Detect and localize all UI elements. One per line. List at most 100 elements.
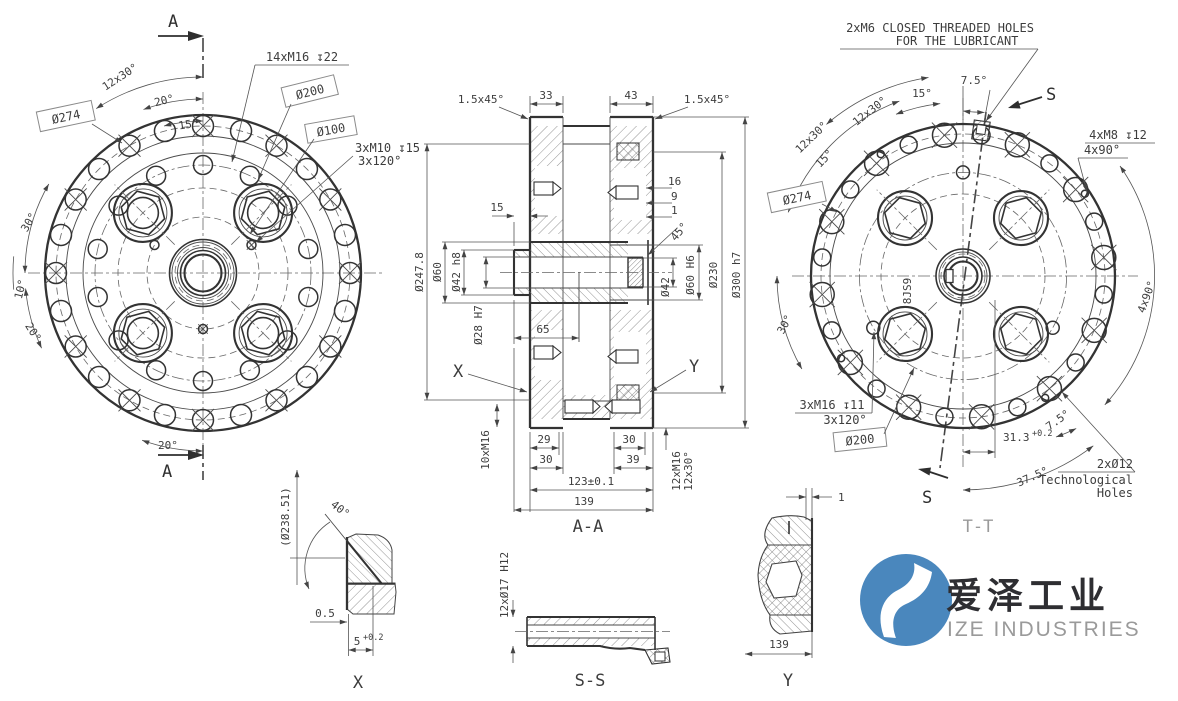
thread-mark <box>1081 317 1108 344</box>
hex-inner-circle <box>246 196 280 230</box>
dim-y139: 139 <box>769 638 789 651</box>
bolt-hole <box>298 238 319 260</box>
dim-d247: Ø247.8 <box>413 252 426 292</box>
bolt-hole <box>191 408 215 432</box>
dim-d238: (Ø238.51) <box>279 487 292 547</box>
flange-step-circle <box>829 142 1097 410</box>
bolt-hole <box>822 321 842 340</box>
bolt-hole <box>867 379 886 398</box>
bolt-hole <box>118 389 141 412</box>
dim-30a: 30 <box>539 453 552 466</box>
hex-boss-circle <box>238 308 288 358</box>
bolt-hole <box>49 299 73 323</box>
bolt-hole <box>1066 353 1085 372</box>
central-shaft <box>500 240 672 342</box>
callout-d274: Ø274 <box>50 107 81 127</box>
callout-d200-leader <box>257 103 292 181</box>
bolt-hole <box>809 281 835 308</box>
hex-socket <box>999 312 1043 356</box>
hex-boss-ring <box>876 305 934 363</box>
hex-boss-ring <box>112 303 173 364</box>
bolt-hole <box>319 335 342 358</box>
boss-centerline <box>231 301 292 362</box>
tube-foot-insert <box>654 651 666 662</box>
callout-3xM10-leader <box>255 155 354 243</box>
hex-boss-circle <box>118 188 168 238</box>
dim-65: 65 <box>536 323 549 336</box>
arc-10-left <box>12 256 15 290</box>
logo-text-cn: 爱泽工业 <box>946 576 1110 617</box>
detail-x-lower <box>346 582 397 615</box>
hex-boss-ring <box>992 305 1050 363</box>
bolt-hole <box>118 134 141 157</box>
bolt-hole <box>49 223 73 247</box>
hex-boss-circle <box>998 311 1044 357</box>
bolt-hole <box>1062 176 1089 203</box>
boss-centerline <box>114 301 175 362</box>
bolt-hole <box>1094 285 1114 304</box>
thread-mark <box>1036 375 1063 402</box>
dim-d300: Ø300 h7 <box>730 252 743 298</box>
bolt-hole <box>1045 320 1060 336</box>
boss-centerline <box>876 189 938 251</box>
bolt-circle-200 <box>859 171 1068 380</box>
logo-mark-swoosh <box>880 563 932 638</box>
tube-wall-hatch <box>527 638 655 646</box>
note-lubricant-2: FOR THE LUBRICANT <box>896 34 1019 48</box>
thread-mark <box>318 335 342 358</box>
bolt-hole <box>968 404 995 430</box>
hex-socket <box>120 310 166 356</box>
boss-centerline <box>876 301 938 363</box>
dim-20-bottom: 20° <box>158 439 178 452</box>
thread-mark <box>1004 131 1031 158</box>
bolt-hole <box>899 135 918 155</box>
dim-15-top: 15° <box>178 117 200 133</box>
shaft-hatch <box>514 250 530 257</box>
callout-3xM16: 3xM16 ↧11 <box>799 398 864 412</box>
tt-bolt-holes <box>809 122 1117 430</box>
dim-5-tol: +0.2 <box>363 633 383 643</box>
callout-4x90: 4x90° <box>1084 143 1120 157</box>
dim-5: 5 <box>354 635 361 648</box>
bolt-hole <box>64 188 87 211</box>
bolt-circle-100 <box>146 216 260 330</box>
dim-1: 1 <box>671 204 678 217</box>
inner-step-circle <box>82 152 324 394</box>
note-leader <box>985 48 1039 122</box>
dim-chamfer-right: 1.5x45° <box>684 93 730 106</box>
boss-centerline <box>231 184 292 245</box>
lubricant-plug <box>971 119 991 142</box>
detail-x-upper <box>346 533 393 584</box>
boss-centerline <box>114 184 175 245</box>
dim-29: 29 <box>537 433 550 446</box>
thread-mark <box>265 388 288 412</box>
bolt-hole <box>333 299 357 323</box>
thread-mark <box>191 408 215 432</box>
bolt-hole <box>229 403 253 427</box>
dim-40: 40° <box>328 498 352 520</box>
bolt-hole <box>197 323 209 335</box>
bolt-hole <box>153 403 177 427</box>
hex-boss-circle <box>238 188 288 238</box>
thread-mark <box>197 323 209 335</box>
detail-x-title: X <box>353 673 364 693</box>
dim-d60h6: Ø60 H6 <box>684 255 697 295</box>
dim-d42: Ø42 <box>659 277 672 297</box>
bolt-hole <box>931 122 958 148</box>
logo-text-en: IZE INDUSTRIES <box>947 618 1141 641</box>
bolt-hole <box>836 353 846 363</box>
hex-boss-ring <box>233 303 294 364</box>
center-hub <box>168 238 238 308</box>
bolt-hole <box>333 223 357 247</box>
bolt-hole <box>319 188 342 211</box>
hex-bolt-circle <box>880 193 1046 359</box>
dim-4x90-arc: 4x90° <box>1135 279 1159 315</box>
thread-mark <box>338 261 362 285</box>
bolt-hole <box>298 286 319 308</box>
bolt-hole <box>192 370 214 392</box>
hex-socket <box>883 196 927 240</box>
hex-boss-ring <box>233 182 294 243</box>
thread-mark <box>968 403 995 430</box>
bolt-hole <box>1040 393 1050 403</box>
callout-d274-box: Ø274 <box>35 99 96 133</box>
